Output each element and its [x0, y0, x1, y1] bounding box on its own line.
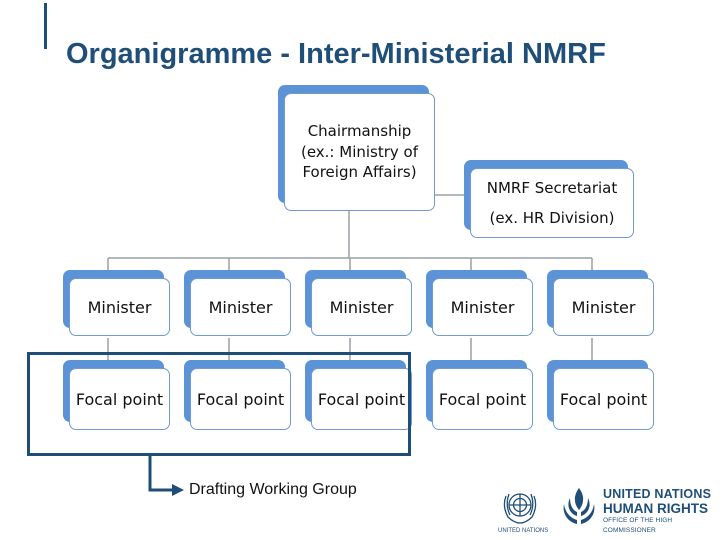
- minister-box: Minister: [311, 278, 412, 336]
- drafting-group-label: Drafting Working Group: [189, 481, 357, 498]
- minister-box: Minister: [69, 278, 170, 336]
- focal-point-label: Focal point: [559, 389, 648, 409]
- un-emblem-caption: UNITED NATIONS: [498, 528, 549, 534]
- focal-point-label: Focal point: [438, 389, 527, 409]
- focal-point-box: Focal point: [69, 368, 170, 430]
- focal-point-box: Focal point: [432, 368, 533, 430]
- ohchr-line-un: UNITED NATIONS: [603, 487, 712, 501]
- ohchr-wordmark: UNITED NATIONS HUMAN RIGHTS OFFICE OF TH…: [603, 487, 720, 536]
- focal-point-label: Focal point: [196, 389, 285, 409]
- page-title: Organigramme - Inter-Ministerial NMRF: [66, 38, 606, 70]
- chairmanship-box: Chairmanship (ex.: Ministry of Foreign A…: [284, 93, 435, 211]
- un-emblem-icon: [503, 493, 537, 524]
- minister-box: Minister: [432, 278, 533, 336]
- drafting-group-frame: [27, 352, 411, 456]
- secretariat-label: NMRF Secretariat: [486, 179, 618, 197]
- title-accent-bar: [44, 3, 47, 49]
- minister-label: Minister: [329, 297, 394, 317]
- ohchr-emblem-icon: [563, 488, 595, 524]
- chairmanship-label: Chairmanship: [307, 121, 412, 140]
- secretariat-example: (ex. HR Division): [489, 209, 615, 227]
- chairmanship-example-line1: (ex.: Ministry of: [300, 142, 419, 161]
- ohchr-line-hr: HUMAN RIGHTS: [603, 501, 708, 516]
- secretariat-box: NMRF Secretariat (ex. HR Division): [470, 168, 634, 238]
- drafting-group-arrow-line: [148, 456, 172, 492]
- focal-point-box: Focal point: [190, 368, 291, 430]
- minister-box: Minister: [190, 278, 291, 336]
- minister-label: Minister: [87, 297, 152, 317]
- minister-box: Minister: [553, 278, 654, 336]
- ohchr-line-office: OFFICE OF THE HIGH COMMISSIONER: [603, 517, 673, 534]
- focal-point-box: Focal point: [311, 368, 412, 430]
- focal-point-label: Focal point: [317, 389, 406, 409]
- focal-point-box: Focal point: [553, 368, 654, 430]
- minister-label: Minister: [450, 297, 515, 317]
- focal-point-label: Focal point: [75, 389, 164, 409]
- minister-label: Minister: [571, 297, 636, 317]
- minister-label: Minister: [208, 297, 273, 317]
- chairmanship-example-line2: Foreign Affairs): [302, 163, 417, 182]
- drafting-group-arrow-head: [172, 484, 184, 496]
